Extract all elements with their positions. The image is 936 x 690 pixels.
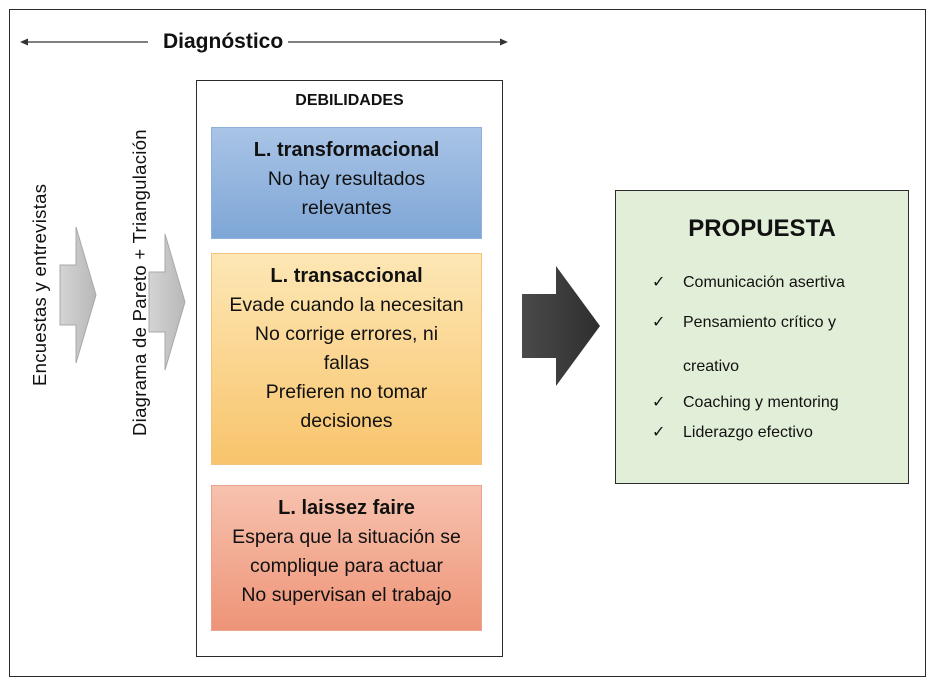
propuesta-panel xyxy=(615,190,909,484)
dark-arrow xyxy=(522,266,600,386)
check-icon: ✓ xyxy=(652,424,666,441)
check-icon: ✓ xyxy=(652,394,666,411)
card-line: decisiones xyxy=(300,410,393,432)
diagnostico-title: Diagnóstico xyxy=(163,30,284,53)
card-line: No supervisan el trabajo xyxy=(241,584,452,606)
card-line: Espera que la situación se xyxy=(232,526,461,548)
card-line: Evade cuando la necesitan xyxy=(229,294,464,316)
card-heading: L. transaccional xyxy=(270,265,423,287)
card-line: Prefieren no tomar xyxy=(265,381,428,403)
card-heading: L. transformacional xyxy=(253,139,440,161)
diagram-frame xyxy=(9,9,926,677)
encuestas-label: Encuestas y entrevistas xyxy=(29,183,50,386)
card-transaccional: L. transaccional Evade cuando la necesit… xyxy=(211,253,482,465)
card-line: No hay resultados xyxy=(267,168,426,190)
propuesta-title: PROPUESTA xyxy=(688,215,836,242)
check-icon: ✓ xyxy=(652,314,666,331)
card-line: No corrige errores, ni xyxy=(254,323,439,345)
diagnostico-span-arrow xyxy=(20,38,508,46)
card-line: relevantes xyxy=(301,197,392,219)
card-line: complique para actuar xyxy=(250,555,443,577)
gray-arrow-1 xyxy=(59,226,97,364)
card-line: fallas xyxy=(323,352,370,374)
check-icon: ✓ xyxy=(652,274,666,291)
debilidades-title: DEBILIDADES xyxy=(295,92,404,109)
card-heading: L. laissez faire xyxy=(278,497,415,519)
card-laissez-faire: L. laissez faire Espera que la situación… xyxy=(211,485,482,631)
gray-arrow-2 xyxy=(148,233,186,371)
card-transformacional: L. transformacional No hay resultados re… xyxy=(211,127,482,239)
